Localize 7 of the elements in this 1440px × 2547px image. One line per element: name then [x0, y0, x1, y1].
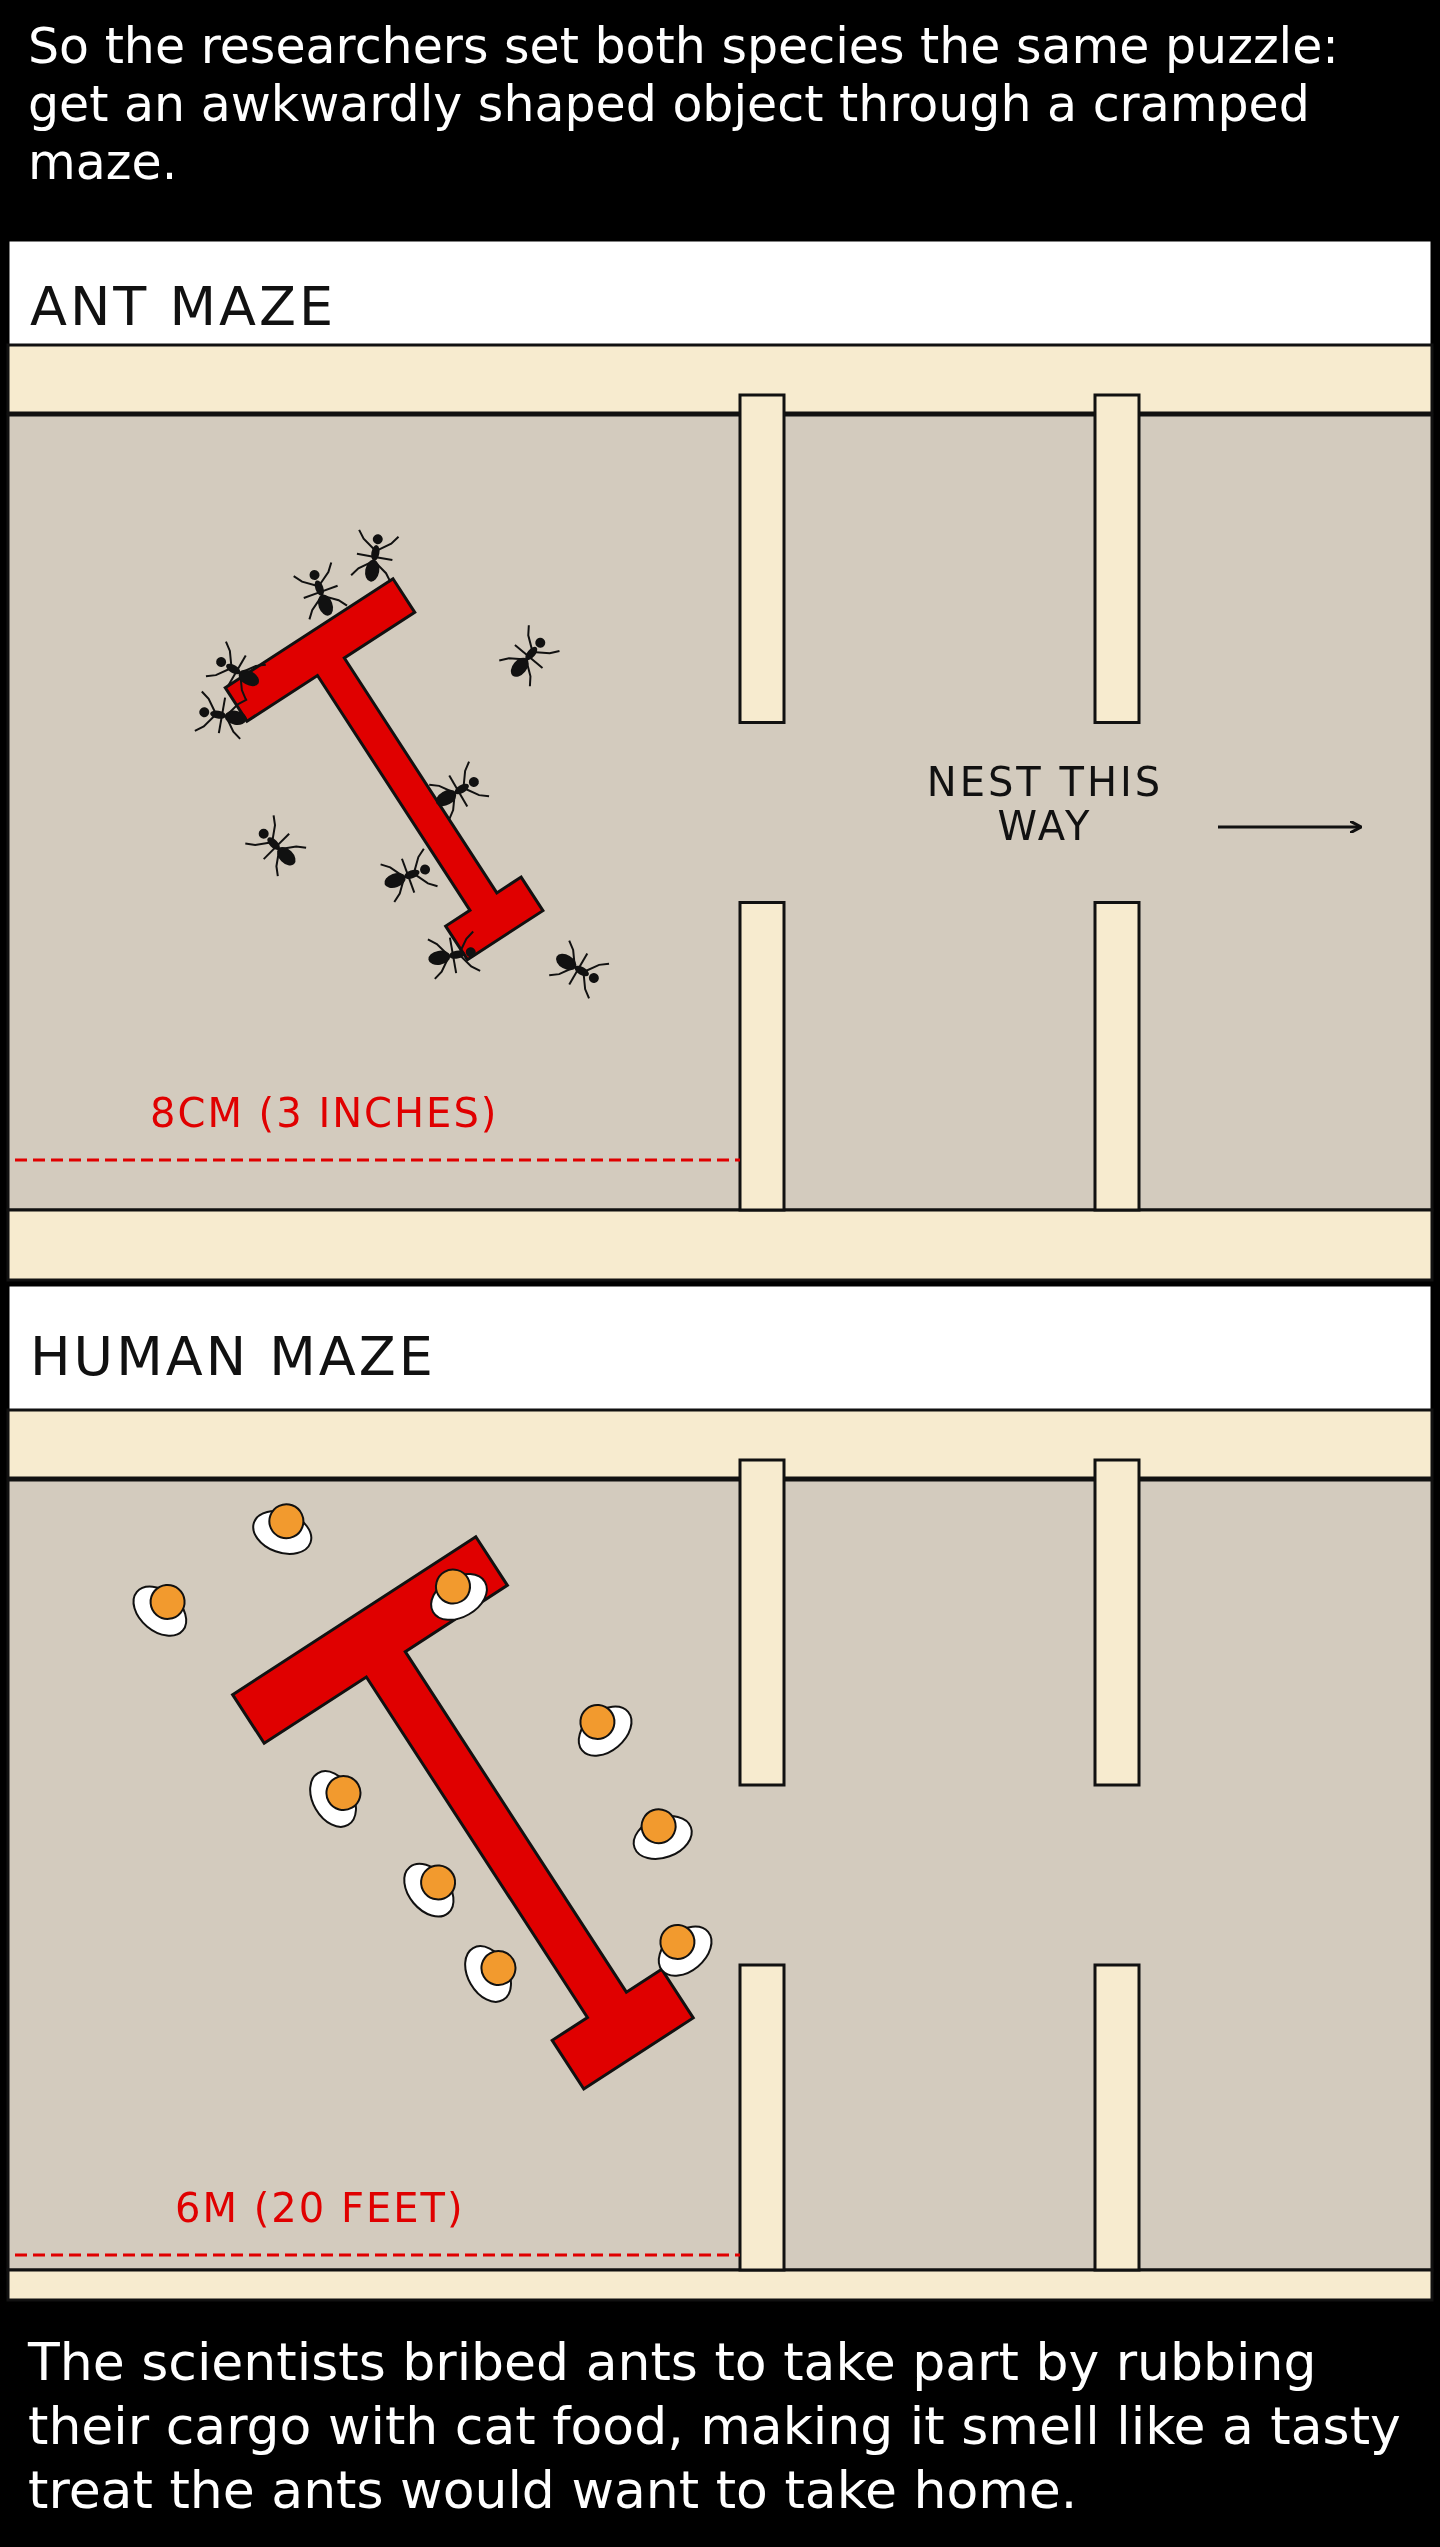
- dimension-label: 8CM (3 INCHES): [150, 1090, 499, 1136]
- panel-title: HUMAN MAZE: [30, 1325, 436, 1388]
- dimension-label: 6M (20 FEET): [175, 2185, 465, 2231]
- panel-title: ANT MAZE: [30, 275, 337, 338]
- direction-label: NEST THIS WAY: [925, 760, 1165, 848]
- caption-text: The scientists bribed ants to take part by rubbing their cargo with cat food, making it smell like a tasty treat the ants would want to take home.: [28, 2331, 1402, 2522]
- heading-text: So the researchers set both species the same puzzle: get an awkwardly shaped object through a cramped maze.: [28, 18, 1340, 192]
